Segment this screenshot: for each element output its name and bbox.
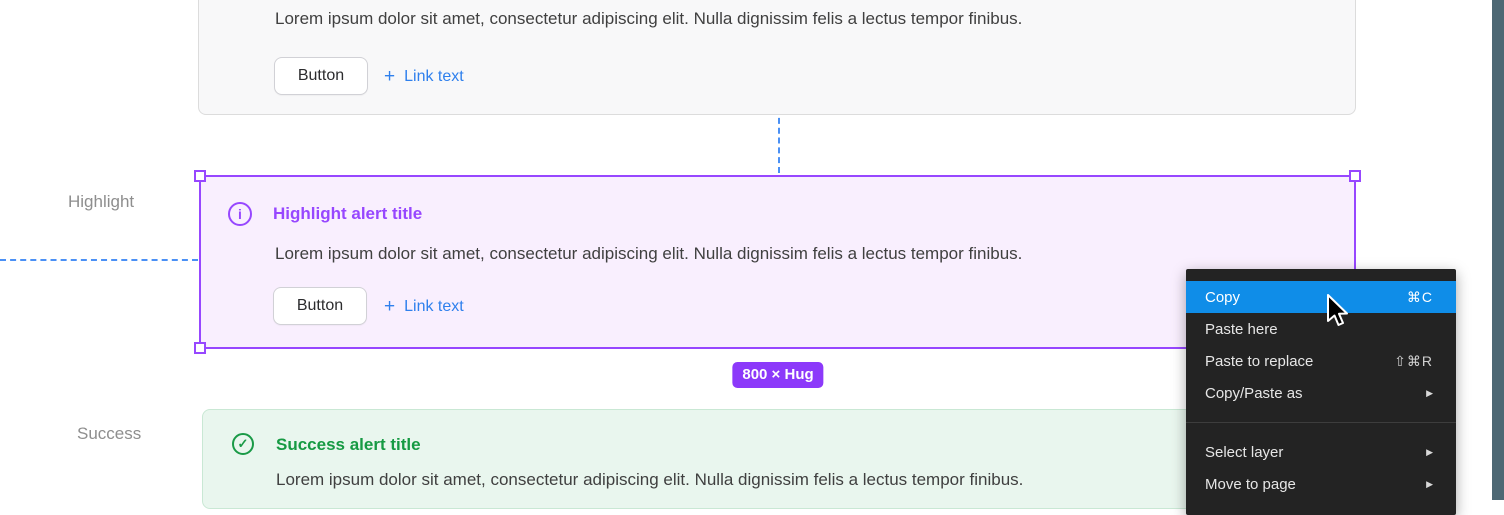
menu-item-label: Select layer <box>1205 443 1284 461</box>
plus-icon: + <box>384 66 396 87</box>
selection-handle-bottom-left[interactable] <box>194 342 206 354</box>
submenu-arrow-icon: ▶ <box>1426 478 1433 489</box>
context-menu: Copy ⌘C Paste here Paste to replace ⇧⌘R … <box>1186 269 1456 515</box>
plus-icon: + <box>384 296 396 317</box>
menu-item-paste-to-replace[interactable]: Paste to replace ⇧⌘R <box>1186 345 1456 377</box>
menu-item-label: Paste to replace <box>1205 352 1314 370</box>
highlight-alert-card[interactable]: i Highlight alert title Lorem ipsum dolo… <box>194 170 1361 354</box>
alert-body-text: Lorem ipsum dolor sit amet, consectetur … <box>275 244 1023 263</box>
size-badge: 800 × Hug <box>732 362 824 388</box>
right-panel-edge <box>1492 0 1504 500</box>
menu-item-copy[interactable]: Copy ⌘C <box>1186 281 1456 313</box>
alert-button[interactable]: Button <box>274 57 368 95</box>
link-label: Link text <box>404 67 464 85</box>
submenu-arrow-icon: ▶ <box>1426 446 1433 457</box>
menu-shortcut: ⌘C <box>1406 288 1433 305</box>
menu-separator <box>1186 422 1456 423</box>
success-alert-title: Success alert title <box>276 435 421 454</box>
menu-item-move-to-page[interactable]: Move to page ▶ <box>1186 468 1456 500</box>
submenu-arrow-icon: ▶ <box>1426 387 1433 398</box>
menu-item-label: Paste here <box>1205 320 1278 338</box>
alert-button[interactable]: Button <box>273 287 367 325</box>
menu-shortcut: ⇧⌘R <box>1394 352 1433 369</box>
mouse-cursor-icon <box>1326 294 1350 335</box>
menu-item-label: Copy <box>1205 288 1241 306</box>
alert-link[interactable]: + Link text <box>384 67 464 86</box>
info-icon: i <box>228 202 252 226</box>
menu-item-label: Copy/Paste as <box>1205 384 1303 402</box>
alert-link[interactable]: + Link text <box>384 297 464 316</box>
section-label-highlight: Highlight <box>68 192 135 211</box>
success-alert-card[interactable]: ✓ Success alert title Lorem ipsum dolor … <box>202 409 1356 509</box>
selection-handle-top-right[interactable] <box>1349 170 1361 182</box>
alert-body-text: Lorem ipsum dolor sit amet, consectetur … <box>275 9 1023 28</box>
horizontal-guide-line <box>0 259 198 261</box>
menu-item-label: Move to page <box>1205 475 1296 493</box>
selection-handle-top-left[interactable] <box>194 170 206 182</box>
section-label-success: Success <box>77 424 142 443</box>
default-alert-card[interactable]: Lorem ipsum dolor sit amet, consectetur … <box>198 0 1356 115</box>
menu-item-copy-paste-as[interactable]: Copy/Paste as ▶ <box>1186 377 1456 409</box>
link-label: Link text <box>404 297 464 315</box>
highlight-alert-title: Highlight alert title <box>273 204 423 223</box>
check-circle-icon: ✓ <box>232 433 254 455</box>
menu-item-paste-here[interactable]: Paste here <box>1186 313 1456 345</box>
menu-item-select-layer[interactable]: Select layer ▶ <box>1186 436 1456 468</box>
alert-body-text: Lorem ipsum dolor sit amet, consectetur … <box>276 470 1024 489</box>
